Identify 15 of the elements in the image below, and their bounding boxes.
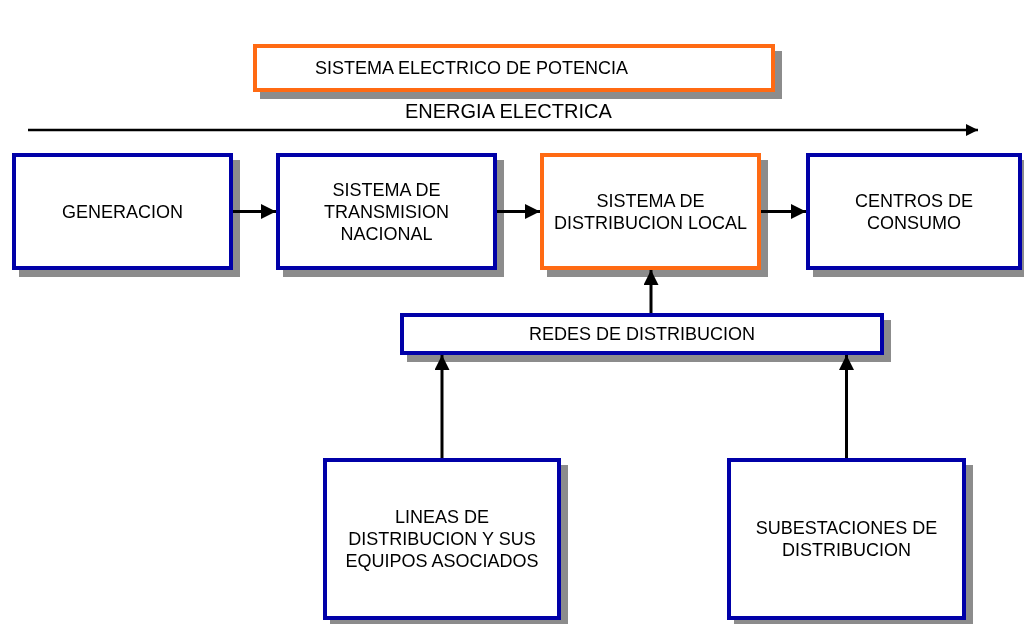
arrow — [497, 204, 540, 219]
arrow — [761, 204, 806, 219]
box-label: SUBESTACIONES DE DISTRIBUCION — [754, 517, 939, 561]
box-label: SISTEMA ELECTRICO DE POTENCIA — [315, 57, 629, 79]
arrow — [839, 355, 854, 458]
box-label: CENTROS DE CONSUMO — [854, 189, 974, 234]
arrow — [434, 355, 450, 458]
box-label: SISTEMA DE DISTRIBUCION LOCAL — [552, 189, 748, 234]
box-label: GENERACION — [62, 200, 183, 223]
flow-label: ENERGIA ELECTRICA — [405, 100, 612, 123]
box-label: REDES DE DISTRIBUCION — [529, 323, 755, 345]
box-label: SISTEMA DE TRANSMISION NACIONAL — [323, 178, 450, 245]
arrow — [643, 270, 659, 313]
arrow — [233, 204, 276, 219]
box-label: LINEAS DE DISTRIBUCION Y SUS EQUIPOS ASOCIADOS — [344, 506, 540, 572]
